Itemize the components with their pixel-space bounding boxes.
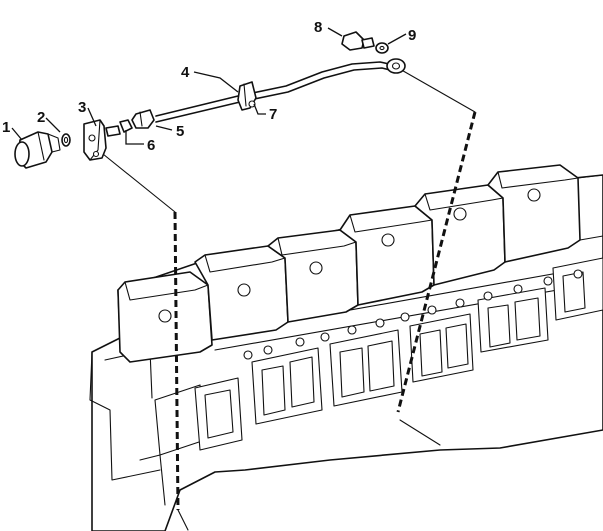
callout-9: 9 [408,27,416,44]
sealing-washer [61,133,71,147]
callout-labels: 1 2 3 4 5 6 7 8 9 [2,19,416,154]
deck-bolts [243,269,583,360]
engine-cylinder-head [89,164,603,531]
callout-8: 8 [314,19,322,36]
installation-guide-lines [97,67,477,531]
callout-2: 2 [37,109,45,126]
callout-7: 7 [269,106,277,123]
callout-6: 6 [147,137,155,154]
callout-1: 1 [2,119,10,136]
exhaust-port-flanges [194,257,603,451]
callout-3: 3 [78,99,86,116]
pressure-sensor [14,131,61,169]
callout-4: 4 [181,64,190,81]
pipe-clamp [237,81,257,111]
callout-5: 5 [176,123,184,140]
copper-washer [375,42,389,54]
union-fitting [105,119,133,137]
banjo-bolt [341,31,375,51]
mounting-bracket [83,119,107,161]
rocker-covers [117,164,581,363]
banjo-fitting [386,58,406,74]
leader-lines [11,27,407,145]
nut-fitting [131,109,155,129]
